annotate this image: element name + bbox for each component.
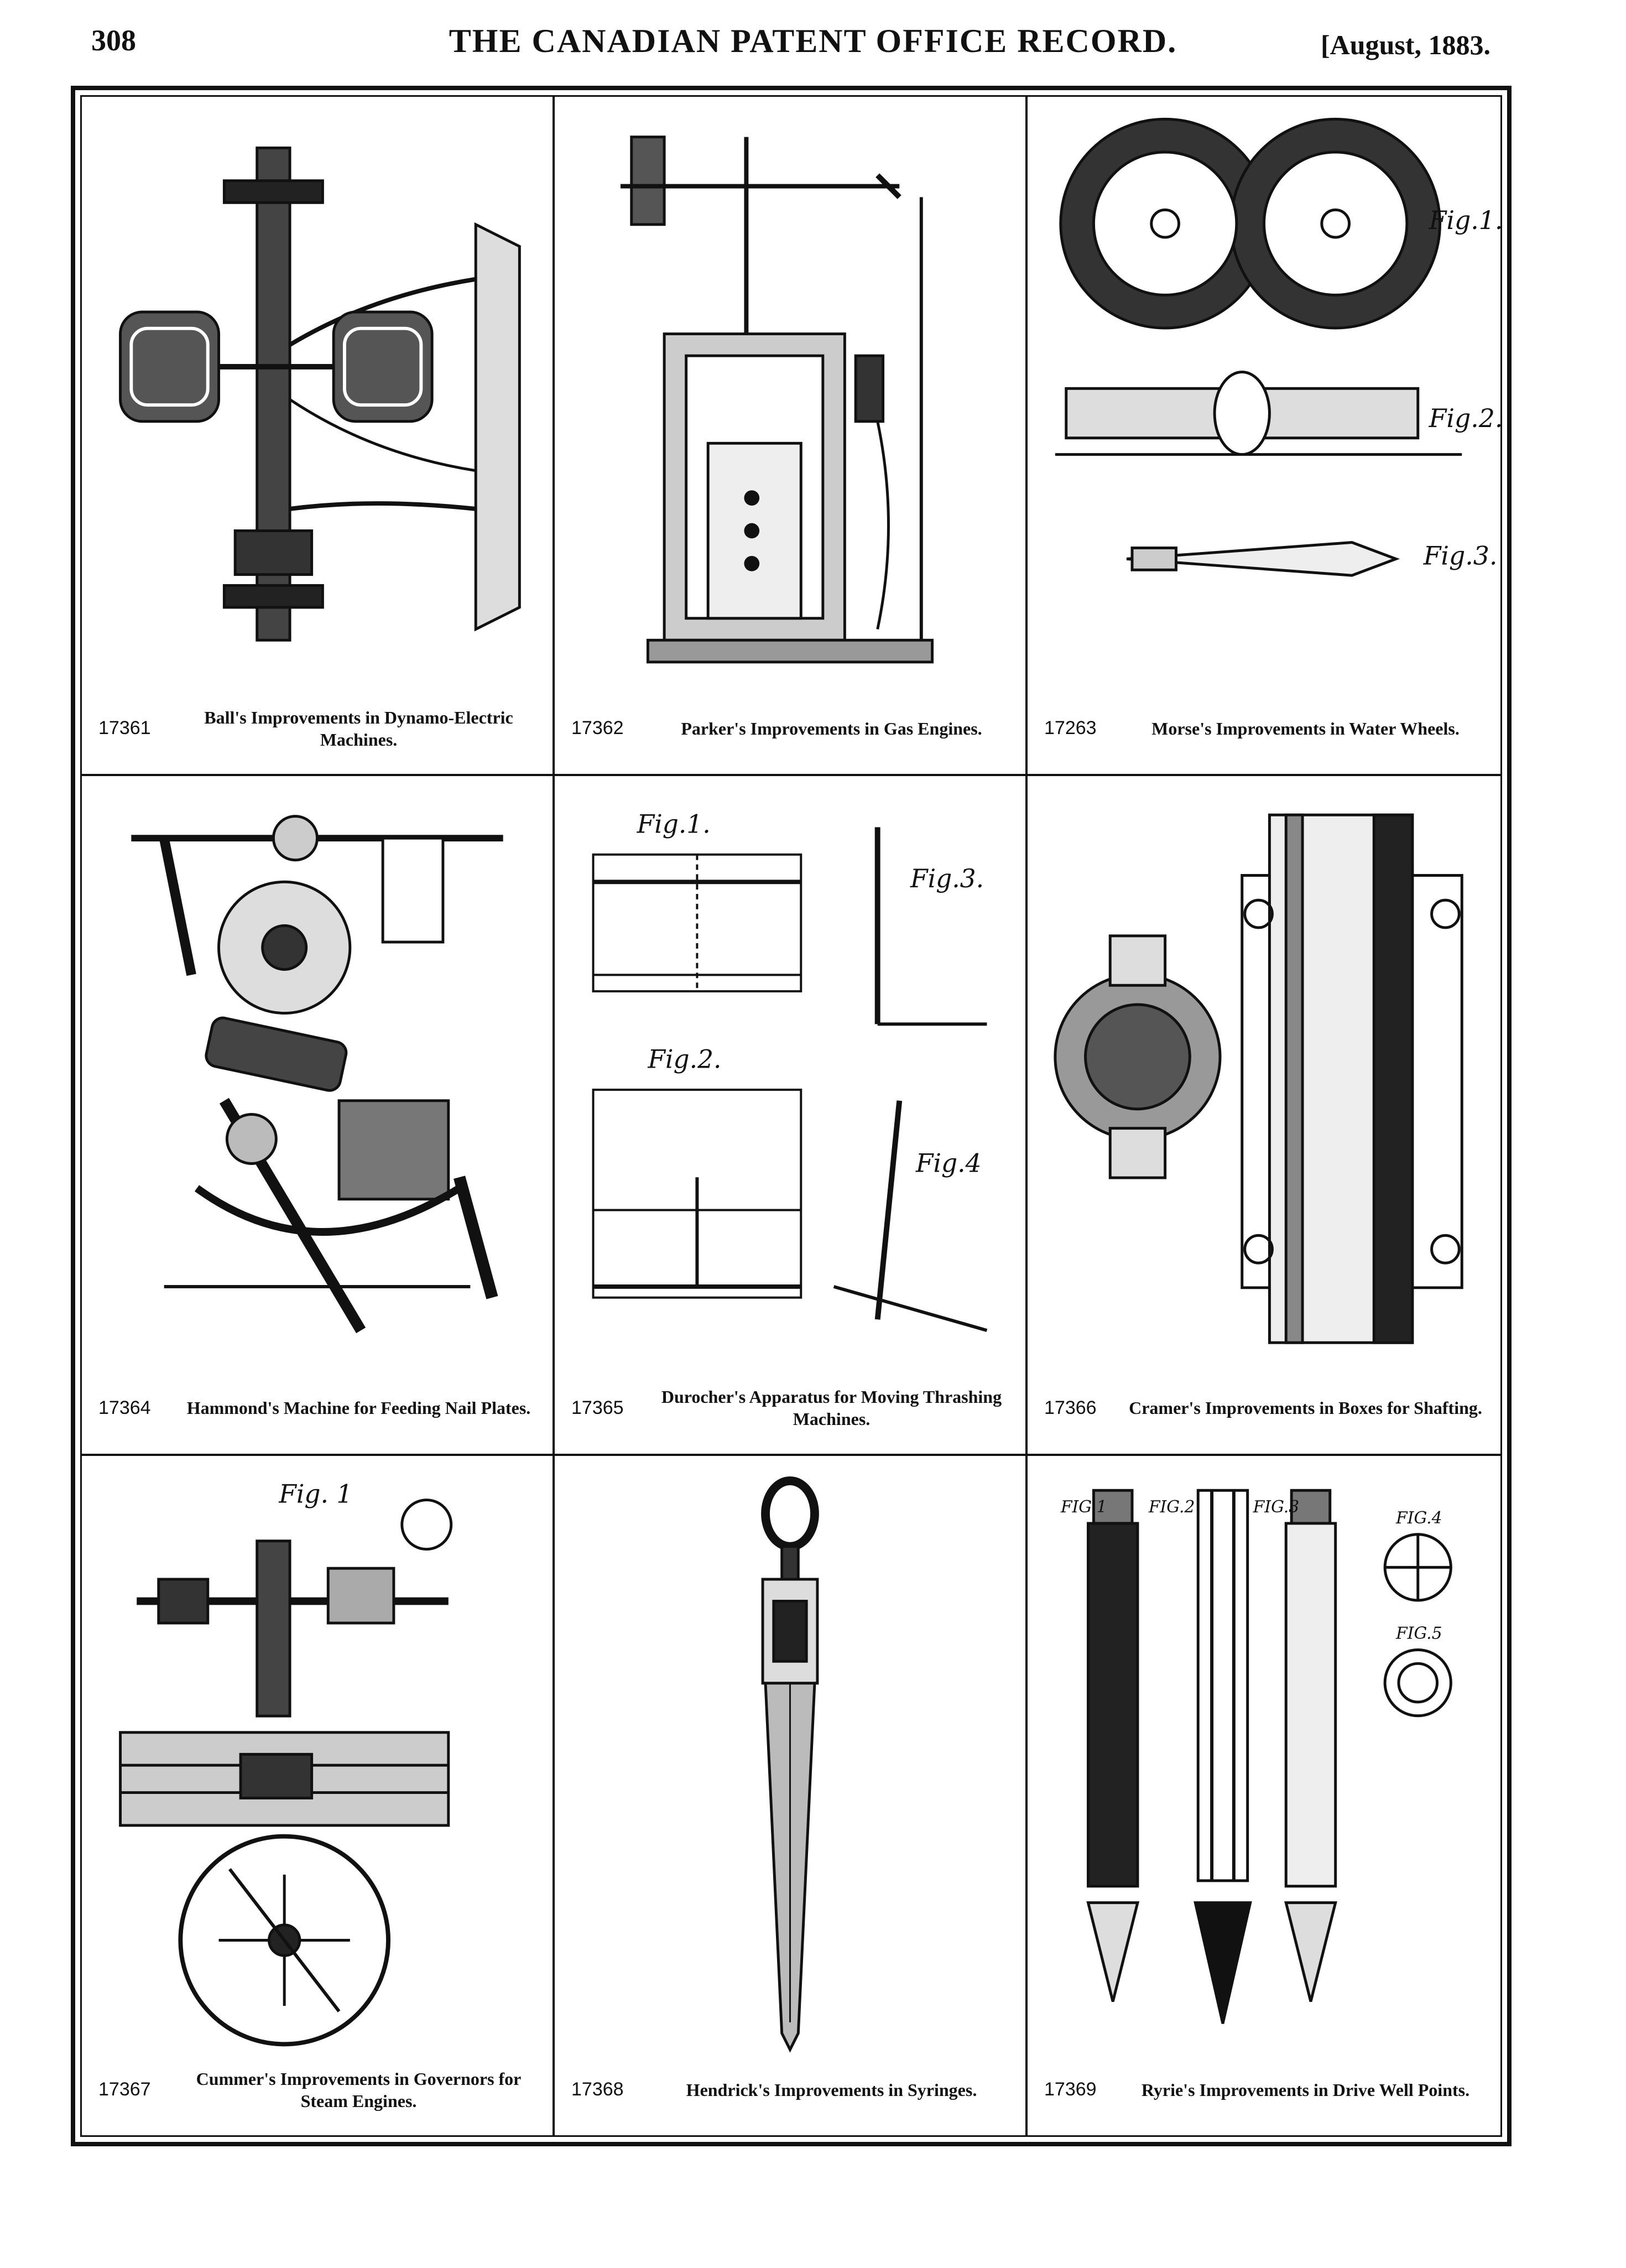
patent-cell-cummer: Fig. 1 17367 Cummer's Improvements in Go…: [82, 1455, 555, 2135]
fig-1-label: FIG.1: [1060, 1497, 1107, 1517]
patent-cell-parker: 17362 Parker's Improvements in Gas Engin…: [555, 97, 1028, 777]
patent-number: 17369: [1044, 2079, 1097, 2100]
fig-5-label: FIG.5: [1395, 1624, 1442, 1643]
patent-cell-durocher: Fig.1. Fig.3. Fig.2. Fig.4 17365 Duroche…: [555, 776, 1028, 1456]
drive-well-point-illustration: FIG.1 FIG.2 FIG.3 FIG.4 FIG.5: [1044, 1473, 1484, 2052]
patent-cell-ball: 17361 Ball's Improvements in Dynamo-Elec…: [82, 97, 555, 777]
patent-grid: 17361 Ball's Improvements in Dynamo-Elec…: [82, 97, 1503, 2135]
fig-1-label: Fig. 1: [278, 1479, 352, 1508]
patent-cell-hammond: 17364 Hammond's Machine for Feeding Nail…: [82, 776, 555, 1456]
shafting-box-illustration: [1044, 793, 1484, 1370]
patent-title: Hendrick's Improvements in Syringes.: [686, 2079, 977, 2100]
patent-number: 17365: [571, 1397, 624, 1418]
page-header: 308 THE CANADIAN PATENT OFFICE RECORD. […: [0, 0, 1626, 83]
patent-title: Hammond's Machine for Feeding Nail Plate…: [186, 1398, 531, 1418]
fig-1-label: Fig.1.: [637, 810, 711, 839]
patent-title: Parker's Improvements in Gas Engines.: [681, 718, 982, 738]
patent-number: 17263: [1044, 717, 1097, 739]
patent-title: Durocher's Apparatus for Moving Thrashin…: [661, 1387, 1002, 1429]
gas-engine-illustration: [571, 113, 1009, 691]
nail-plate-feeder-illustration: [98, 793, 536, 1370]
fig-4-label: FIG.4: [1395, 1508, 1442, 1528]
fig-1-label: Fig.1.: [1429, 206, 1503, 235]
fig-2-label: Fig.2.: [1429, 404, 1503, 433]
plate-frame: [71, 86, 1512, 2146]
patent-number: 17367: [98, 2079, 151, 2100]
page-number: 308: [91, 24, 136, 57]
patent-cell-hendrick: 17368 Hendrick's Improvements in Syringe…: [555, 1455, 1028, 2135]
syringe-illustration: [571, 1473, 1009, 2053]
patent-number: 17368: [571, 2079, 624, 2100]
patent-title: Cramer's Improvements in Boxes for Shaft…: [1129, 1398, 1482, 1418]
patent-number: 17362: [571, 717, 624, 739]
fig-2-label: Fig.2.: [647, 1045, 721, 1074]
patent-number: 17364: [98, 1397, 151, 1418]
patent-cell-morse: Fig.1. Fig.2. Fig.3. 17263 Morse's Impro…: [1028, 97, 1503, 777]
steam-governor-illustration: Fig. 1: [98, 1473, 536, 2052]
patent-title: Ryrie's Improvements in Drive Well Point…: [1141, 2079, 1470, 2100]
issue-date: [August, 1883.: [1321, 29, 1490, 60]
water-wheel-illustration: Fig.1. Fig.2. Fig.3.: [1044, 113, 1503, 691]
fig-3-label: Fig.3.: [910, 864, 984, 893]
fig-4-label: Fig.4: [915, 1149, 982, 1178]
journal-title: THE CANADIAN PATENT OFFICE RECORD.: [449, 23, 1177, 59]
patent-title: Ball's Improvements in Dynamo-Electric M…: [204, 707, 513, 750]
patent-number: 17366: [1044, 1397, 1097, 1418]
patent-title: Morse's Improvements in Water Wheels.: [1151, 718, 1460, 738]
fig-3-label: FIG.3: [1253, 1497, 1300, 1517]
patent-cell-cramer: 17366 Cramer's Improvements in Boxes for…: [1028, 776, 1500, 1456]
patent-title: Cummer's Improvements in Governors for S…: [196, 2068, 522, 2111]
dynamo-machine-illustration: [98, 113, 536, 691]
fig-2-label: FIG.2: [1148, 1497, 1195, 1517]
fig-3-label: Fig.3.: [1423, 541, 1498, 570]
patent-cell-ryrie: FIG.1 FIG.2 FIG.3 FIG.4 FIG.5 17369 Ryri…: [1028, 1456, 1500, 2135]
thrashing-machine-mover-illustration: Fig.1. Fig.3. Fig.2. Fig.4: [571, 793, 1009, 1370]
patent-number: 17361: [98, 717, 151, 739]
